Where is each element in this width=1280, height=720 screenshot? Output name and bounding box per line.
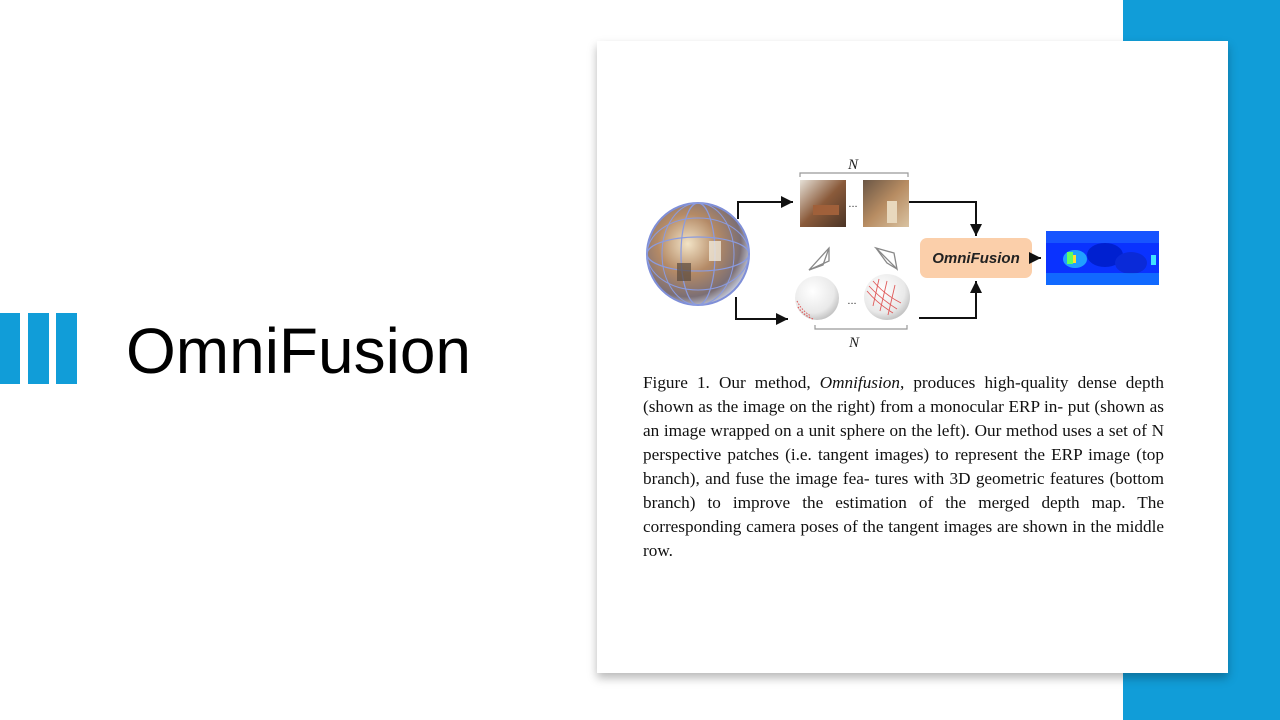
omnifusion-module-box xyxy=(920,238,1032,278)
omnifusion-module-label: OmniFusion xyxy=(932,250,1020,267)
top-ellipsis: ... xyxy=(848,198,857,210)
geometry-sphere-1 xyxy=(795,276,839,320)
top-to-fusion-arrow xyxy=(909,201,982,236)
bottom-to-fusion-arrow xyxy=(919,281,982,319)
geometry-sphere-2 xyxy=(864,274,910,320)
figure-caption: Figure 1. Our method, Omnifusion, produc… xyxy=(643,371,1164,563)
erp-sphere-image xyxy=(646,202,750,306)
top-bracket xyxy=(799,172,909,177)
accent-bar xyxy=(56,313,77,384)
depth-map-output xyxy=(1046,231,1159,285)
caption-prefix: Figure 1. Our method, xyxy=(643,373,820,392)
bottom-ellipsis: ... xyxy=(847,295,856,307)
caption-body: , produces high-quality dense depth (sho… xyxy=(643,373,1164,560)
slide-title: OmniFusion xyxy=(126,315,471,387)
figure-card: N ... xyxy=(597,41,1228,673)
camera-pose-icon xyxy=(808,246,830,271)
tangent-image-2 xyxy=(863,180,909,227)
bottom-branch-arrow xyxy=(735,297,788,325)
bottom-patch-count-label: N xyxy=(848,335,860,351)
top-patch-count-label: N xyxy=(847,157,859,173)
camera-pose-icon xyxy=(873,246,899,271)
accent-bar xyxy=(0,313,20,384)
bottom-bracket xyxy=(814,325,908,330)
tangent-image-1 xyxy=(800,180,846,227)
accent-bar xyxy=(28,313,49,384)
caption-method-name: Omnifusion xyxy=(819,373,900,392)
method-figure: N ... xyxy=(597,41,1228,361)
top-branch-arrow xyxy=(737,196,793,219)
